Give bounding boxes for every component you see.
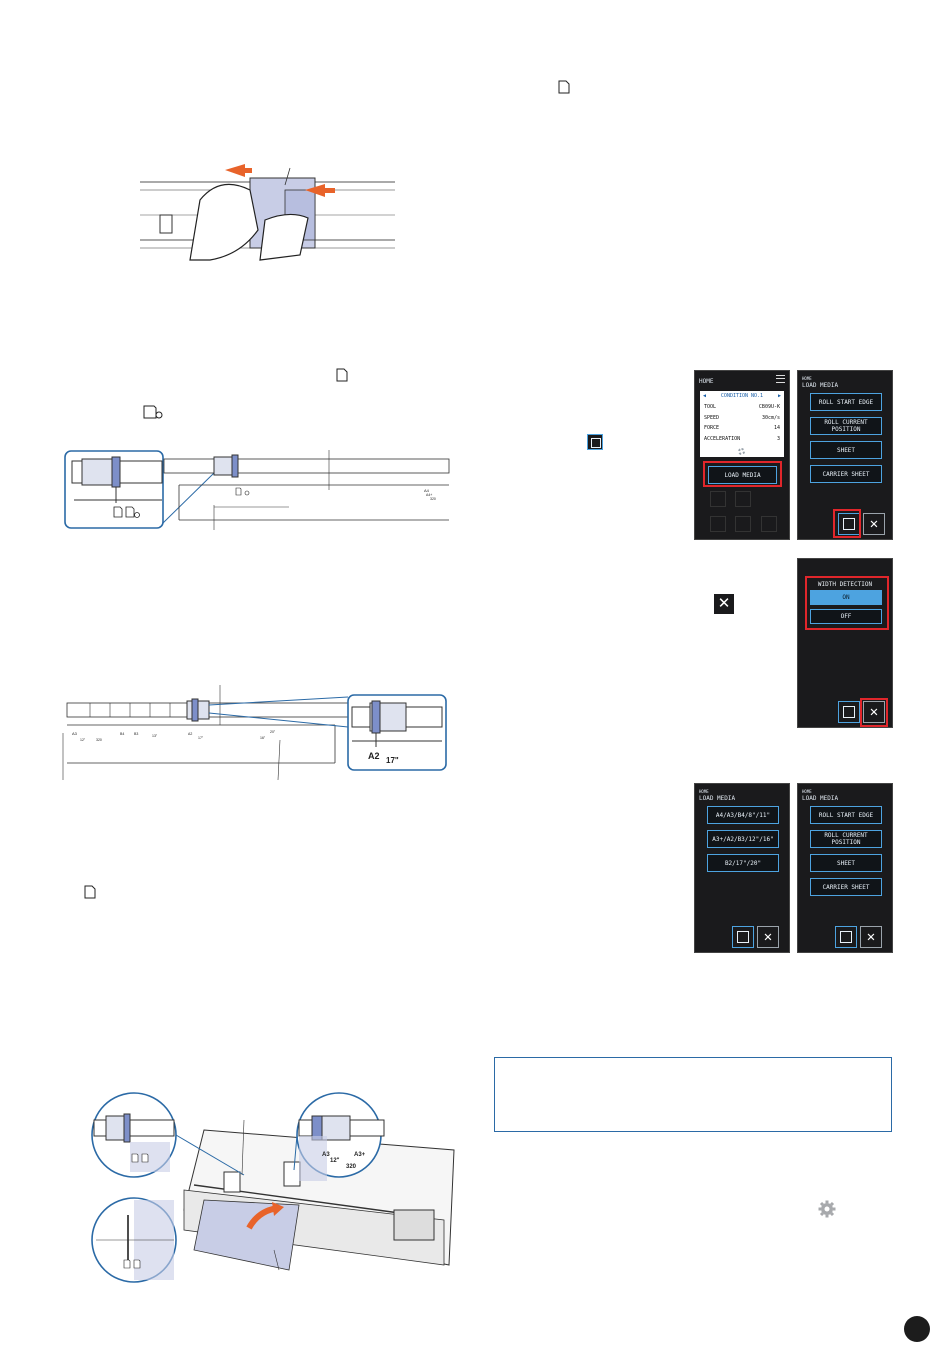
- roll-current-position-button[interactable]: ROLL CURRENT POSITION: [810, 417, 882, 435]
- condition-title: CONDITION NO.1: [720, 393, 764, 399]
- load-media-sizes-screen: HOME LOAD MEDIA A4/A3/B4/8"/11" A3+/A2/B…: [694, 783, 790, 953]
- label-12-zoom: 12": [330, 1158, 340, 1164]
- label-a4: A4: [424, 488, 430, 493]
- page-number-badge: [904, 1316, 930, 1342]
- size-a4-group-button[interactable]: A4/A3/B4/8"/11": [707, 806, 779, 824]
- load-media-action-button[interactable]: [732, 926, 754, 948]
- home-screen-header: HOME: [699, 378, 714, 385]
- load-media-screen-2: HOME LOAD MEDIA ROLL START EDGE ROLL CUR…: [797, 783, 893, 953]
- load-media-screen-2-header: HOME LOAD MEDIA: [802, 789, 839, 802]
- roll-start-edge-button[interactable]: ROLL START EDGE: [810, 393, 882, 411]
- close-button[interactable]: ✕: [863, 513, 885, 535]
- sheet-icon: [558, 80, 570, 94]
- sheet-button[interactable]: SHEET: [810, 441, 882, 459]
- width-detection-off-button[interactable]: OFF: [810, 609, 882, 624]
- label-a3-small: A3: [72, 731, 78, 736]
- label-b3-small: B3: [134, 732, 138, 736]
- close-button[interactable]: ✕: [757, 926, 779, 948]
- label-320-small: 320: [96, 738, 102, 742]
- load-media-icon: [843, 518, 855, 530]
- label-16-small: 16": [260, 736, 266, 740]
- load-media-icon: [737, 931, 749, 943]
- sheet-button[interactable]: SHEET: [810, 854, 882, 872]
- menu-icon[interactable]: [776, 375, 785, 383]
- gear-icon[interactable]: [738, 448, 745, 455]
- label-17: 17": [386, 756, 399, 765]
- highlight-load-media-action: [833, 509, 861, 538]
- load-media-icon: [840, 931, 852, 943]
- condition-title-row: ◀ CONDITION NO.1 ▶: [700, 391, 784, 402]
- close-button[interactable]: ✕: [863, 701, 885, 723]
- roll-media-icon: [143, 405, 163, 419]
- label-a2-small: A2: [188, 732, 192, 736]
- load-media-screen-1-header: HOME LOAD MEDIA: [802, 376, 839, 389]
- label-b4-small: B4: [120, 732, 124, 736]
- label-320: 320: [430, 497, 436, 501]
- label-a4plus: A4+: [426, 493, 432, 497]
- sheet-icon: [336, 368, 348, 382]
- label-13-small: 13": [152, 734, 158, 738]
- carrier-sheet-button[interactable]: CARRIER SHEET: [810, 465, 882, 483]
- label-a2: A2: [368, 751, 380, 761]
- label-17-small: 17": [198, 736, 204, 740]
- load-media-icon: [587, 434, 603, 450]
- close-icon: ✕: [763, 929, 773, 945]
- close-icon: ✕: [714, 594, 734, 614]
- close-button[interactable]: ✕: [860, 926, 882, 948]
- load-media-action-button[interactable]: [838, 701, 860, 723]
- roll-current-position-button[interactable]: ROLL CURRENT POSITION: [810, 830, 882, 848]
- width-detection-screen: WIDTH DETECTION ON OFF ✕: [797, 558, 893, 728]
- close-icon: ✕: [869, 516, 879, 532]
- disabled-icon-c: [710, 516, 726, 532]
- size-b2-group-button[interactable]: B2/17"/20": [707, 854, 779, 872]
- disabled-icon-b: [735, 491, 751, 507]
- disabled-icon-d: [735, 516, 751, 532]
- close-icon: ✕: [866, 929, 876, 945]
- highlight-load-media: [703, 461, 782, 487]
- load-media-icon: [843, 706, 855, 718]
- sheet-icon: [84, 885, 96, 899]
- roller-position-guide-1: A4 A4+ 320: [64, 450, 450, 530]
- disabled-icon-e: [761, 516, 777, 532]
- note-box: [494, 1057, 892, 1132]
- label-12-small: 12": [80, 738, 86, 742]
- gear-icon: [818, 1200, 836, 1218]
- label-20-small: 20": [270, 730, 276, 734]
- roll-start-edge-button[interactable]: ROLL START EDGE: [810, 806, 882, 824]
- condition-next-icon[interactable]: ▶: [777, 393, 781, 399]
- highlight-width-detection: [805, 576, 889, 630]
- size-a3plus-group-button[interactable]: A3+/A2/B3/12"/16": [707, 830, 779, 848]
- roller-position-guide-2: A3 12" 320 B4 B3 13" A2 17" 16" 20" A2 1…: [62, 685, 447, 780]
- label-a3-zoom: A3: [322, 1152, 330, 1158]
- media-loading-illustration: A3 12" 320 A3+: [91, 1092, 455, 1283]
- width-detection-on-button[interactable]: ON: [810, 590, 882, 605]
- roller-slide-illustration: [140, 160, 395, 265]
- condition-prev-icon[interactable]: ◀: [703, 393, 707, 399]
- label-a3plus-zoom: A3+: [354, 1152, 366, 1158]
- load-media-sizes-header: HOME LOAD MEDIA: [699, 789, 736, 802]
- width-detection-title: WIDTH DETECTION: [817, 581, 873, 588]
- carrier-sheet-button[interactable]: CARRIER SHEET: [810, 878, 882, 896]
- highlight-close: [860, 698, 888, 727]
- load-media-button[interactable]: LOAD MEDIA: [708, 466, 777, 484]
- disabled-icon-a: [710, 491, 726, 507]
- close-icon: ✕: [869, 704, 879, 720]
- label-320-zoom: 320: [346, 1164, 357, 1170]
- load-media-action-button[interactable]: [835, 926, 857, 948]
- load-media-screen-1: HOME LOAD MEDIA ROLL START EDGE ROLL CUR…: [797, 370, 893, 540]
